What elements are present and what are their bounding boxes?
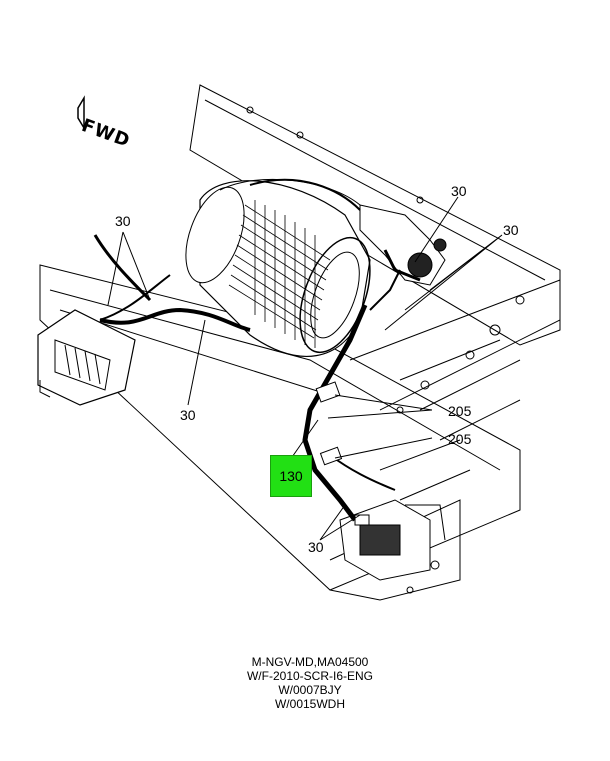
fwd-arrow-icon	[77, 95, 85, 131]
callout-130-highlight[interactable]: 130	[270, 455, 312, 497]
callout-30-left-bottom: 30	[180, 407, 196, 423]
diagram-caption: M-NGV-MD,MA04500 W/F-2010-SCR-I6-ENG W/0…	[200, 655, 420, 711]
caption-line: W/0007BJY	[278, 683, 342, 697]
callout-30-right: 30	[503, 222, 519, 238]
connector-top	[359, 204, 447, 286]
connector-bottom	[339, 499, 446, 581]
frame-holes	[246, 106, 525, 594]
callout-30-left-top: 30	[115, 213, 131, 229]
harness-clips	[315, 381, 370, 526]
callout-205-upper: 205	[448, 403, 472, 419]
callout-30-bottom: 30	[308, 539, 324, 555]
caption-line: W/0015WDH	[274, 697, 345, 711]
leader-lines	[107, 196, 503, 541]
alternator	[185, 178, 371, 357]
callout-205-lower: 205	[448, 431, 472, 447]
caption-line: M-NGV-MD,MA04500	[251, 655, 369, 669]
ecu-module	[37, 309, 136, 406]
callout-30-top-right: 30	[451, 183, 467, 199]
caption-line: W/F-2010-SCR-I6-ENG	[246, 669, 374, 683]
